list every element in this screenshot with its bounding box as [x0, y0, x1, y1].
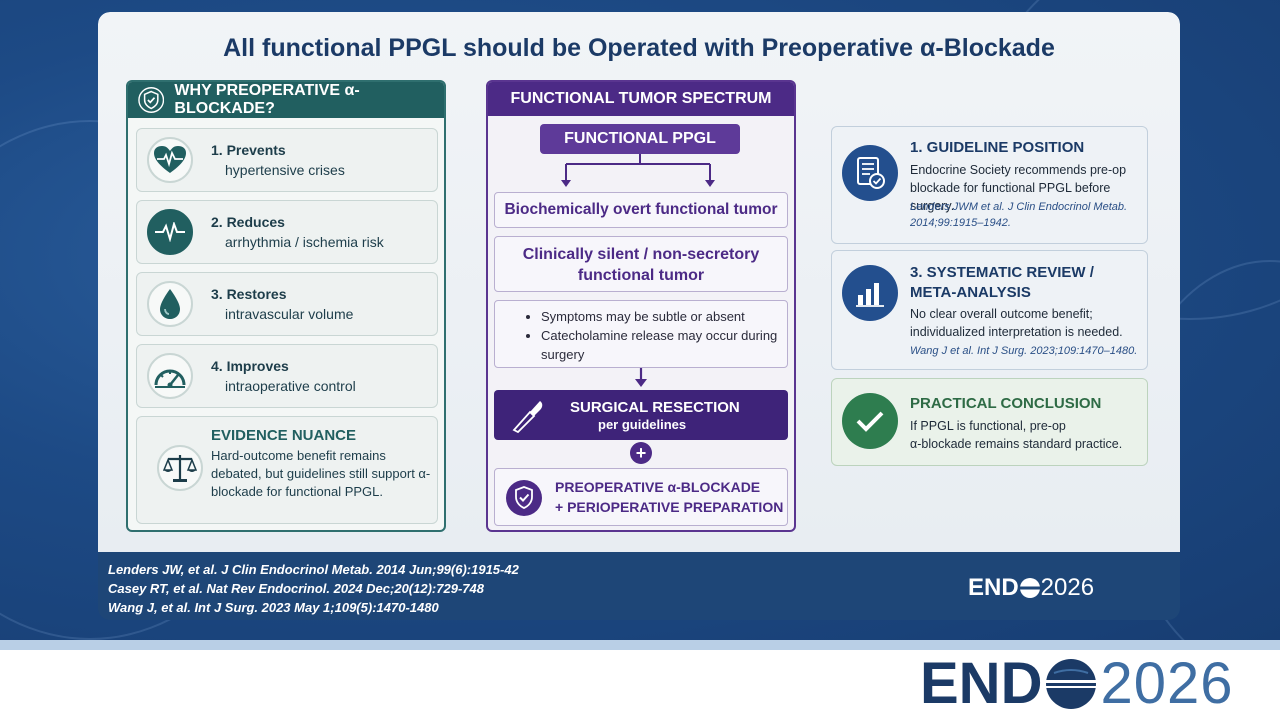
preop-title: PREOPERATIVE α-BLOCKADE	[555, 479, 761, 495]
card-title-line1: 3. SYSTEMATIC REVIEW /	[910, 264, 1094, 281]
document-check-icon	[842, 145, 898, 201]
slide-content: All functional PPGL should be Operated w…	[98, 12, 1180, 552]
silent-tumor-line2: functional tumor	[577, 267, 705, 284]
bar-chart-icon	[842, 265, 898, 321]
benefit-description: intraoperative control	[225, 378, 356, 394]
card-title: 1. GUIDELINE POSITION	[910, 139, 1085, 156]
list-item: Symptoms may be subtle or absent	[541, 307, 787, 326]
panel-header: WHY PREOPERATIVE α-BLOCKADE?	[128, 82, 444, 118]
evidence-body: Hard-outcome benefit remains debated, bu…	[211, 448, 431, 499]
logo-prefix: END	[968, 574, 1019, 601]
logo-year: 2026	[1100, 651, 1234, 716]
benefit-item: 2. Reduces arrhythmia / ischemia risk	[136, 200, 438, 264]
list-item: Catecholamine release may occur during s…	[541, 326, 787, 364]
logo-prefix: END	[920, 651, 1043, 716]
shield-check-icon	[138, 87, 165, 113]
card-citation: Lenders JWM et al. J Clin Endocrinol Met…	[910, 201, 1128, 229]
systematic-review-card: 3. SYSTEMATIC REVIEW / META-ANALYSIS No …	[831, 250, 1148, 370]
reference-item: Casey RT, et al. Nat Rev Endocrinol. 202…	[108, 581, 484, 596]
benefit-description: intravascular volume	[225, 306, 354, 322]
endo-logo-small: END 2026	[968, 574, 1094, 602]
scalpel-icon	[512, 401, 543, 434]
overt-tumor-box: Biochemically overt functional tumor	[494, 192, 788, 228]
branch-arrows	[561, 154, 715, 187]
panel-title: FUNCTIONAL TUMOR SPECTRUM	[488, 82, 794, 116]
practical-conclusion-card: PRACTICAL CONCLUSION If PPGL is function…	[831, 378, 1148, 466]
card-citation: Wang J et al. Int J Surg. 2023;109:1470–…	[910, 345, 1138, 357]
benefit-number-label: 3. Restores	[211, 286, 287, 302]
surgical-resection-box: SURGICAL RESECTION per guidelines	[494, 390, 788, 440]
card-title-line2: META-ANALYSIS	[910, 284, 1031, 301]
evidence-nuance-box: EVIDENCE NUANCE Hard-outcome benefit rem…	[136, 416, 438, 524]
slide-title: All functional PPGL should be Operated w…	[223, 34, 1055, 62]
reference-item: Wang J, et al. Int J Surg. 2023 May 1;10…	[108, 600, 439, 615]
benefit-description: hypertensive crises	[225, 162, 345, 178]
reference-item: Lenders JW, et al. J Clin Endocrinol Met…	[108, 562, 519, 577]
arrow-down-icon	[635, 368, 647, 387]
plus-icon: +	[630, 442, 652, 464]
heart-ecg-icon	[147, 137, 193, 183]
bullet-list: Symptoms may be subtle or absent Catecho…	[494, 300, 788, 368]
card-body: No clear overall outcome benefit; indivi…	[910, 307, 1123, 339]
resection-subtitle: per guidelines	[598, 417, 687, 432]
benefit-description: arrhythmia / ischemia risk	[225, 234, 384, 250]
benefit-item: 4. Improves intraoperative control	[136, 344, 438, 408]
preop-subtitle: + PERIOPERATIVE PREPARATION	[555, 499, 784, 515]
references: Lenders JW, et al. J Clin Endocrinol Met…	[108, 560, 519, 617]
functional-tumor-spectrum-panel: FUNCTIONAL TUMOR SPECTRUM FUNCTIONAL PPG…	[486, 80, 796, 532]
card-body: Endocrine Society recommends pre-op bloc…	[910, 163, 1127, 213]
presentation-background: All functional PPGL should be Operated w…	[0, 0, 1280, 640]
endo-logo: END 2026	[920, 655, 1234, 713]
card-body-line2: α-blockade remains standard practice.	[910, 437, 1123, 451]
gauge-icon	[147, 353, 193, 399]
droplet-icon	[147, 281, 193, 327]
silent-tumor-line1: Clinically silent / non-secretory	[522, 246, 760, 263]
panel-title: WHY PREOPERATIVE α-BLOCKADE?	[174, 82, 360, 117]
benefit-number-label: 4. Improves	[211, 358, 289, 374]
divider	[0, 640, 1280, 650]
benefit-item: 1. Prevents hypertensive crises	[136, 128, 438, 192]
checkmark-icon	[842, 393, 898, 449]
card-body-line1: If PPGL is functional, pre-op	[910, 419, 1066, 433]
functional-ppgl-pill: FUNCTIONAL PPGL	[540, 124, 740, 154]
benefit-item: 3. Restores intravascular volume	[136, 272, 438, 336]
ecg-wave-icon	[147, 209, 193, 255]
globe-icon	[1019, 578, 1040, 598]
logo-year: 2026	[1040, 574, 1095, 601]
why-alpha-blockade-panel: WHY PREOPERATIVE α-BLOCKADE? 1. Prevents…	[126, 80, 446, 532]
benefit-number-label: 1. Prevents	[211, 142, 286, 158]
preop-blockade-box: PREOPERATIVE α-BLOCKADE + PERIOPERATIVE …	[494, 468, 788, 526]
resection-title: SURGICAL RESECTION	[570, 399, 740, 416]
globe-icon	[1046, 659, 1097, 709]
guideline-position-card: 1. GUIDELINE POSITION Endocrine Society …	[831, 126, 1148, 244]
slide: All functional PPGL should be Operated w…	[98, 12, 1180, 620]
card-title: PRACTICAL CONCLUSION	[910, 395, 1102, 412]
benefit-number-label: 2. Reduces	[211, 214, 285, 230]
shield-check-icon	[506, 480, 542, 516]
evidence-title: EVIDENCE NUANCE	[211, 427, 357, 444]
scales-icon	[157, 445, 203, 491]
silent-tumor-box: Clinically silent / non-secretory functi…	[494, 236, 788, 292]
